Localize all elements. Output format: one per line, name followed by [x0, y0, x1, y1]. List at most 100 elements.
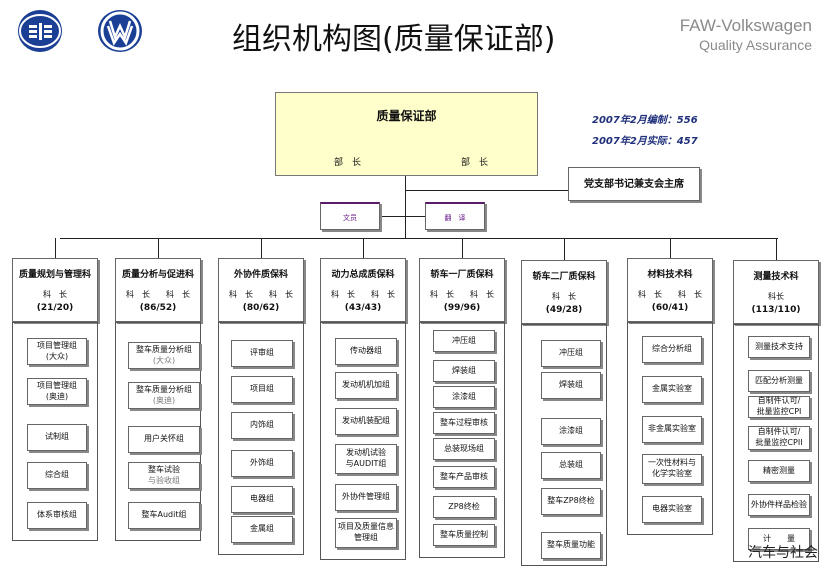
department-group-frame: [419, 322, 505, 558]
department-name: 轿车二厂质保科: [532, 272, 596, 282]
section-group-box: 发动机试验与AUDIT组: [335, 444, 397, 474]
section-group-label: 外协件样品检验: [751, 499, 807, 509]
section-group-label: 用户关怀组: [144, 434, 184, 444]
root-manager-label: 部 长: [461, 158, 489, 168]
section-group-label: 发动机试验: [345, 448, 386, 458]
quality-assurance-department-box: 质量保证部 部 长 部 长: [275, 92, 538, 176]
section-group-box: 总装现场组: [433, 438, 495, 460]
section-group-label: 与验收组: [148, 475, 180, 485]
section-group-box: 精密测量: [748, 460, 810, 482]
section-group-box: 项目管理组(奥迪): [27, 378, 87, 405]
section-group-box: 金属组: [231, 516, 293, 543]
section-group-label: 与AUDIT组: [345, 459, 387, 468]
section-group-label: 发动机机加组: [342, 380, 390, 390]
section-group-label: 综合分析组: [652, 344, 692, 354]
section-group-label: 管理组: [354, 533, 378, 542]
brand-subtitle: Quality Assurance: [699, 37, 812, 53]
section-group-box: 项目组: [231, 376, 293, 403]
section-group-label: 综合组: [45, 470, 69, 480]
section-group-label: 整车Audit组: [141, 510, 187, 520]
department-group-frame: [627, 322, 713, 535]
section-group-label: 涂漆组: [452, 391, 476, 401]
department-drop-line: [261, 238, 262, 258]
section-group-box: 发动机装配组: [335, 408, 397, 435]
section-group-label: 内饰组: [250, 420, 274, 430]
section-group-box: 外饰组: [231, 450, 293, 477]
department-managers: 科 长 科 长: [331, 290, 395, 299]
section-group-label: (奥迪): [45, 391, 69, 401]
section-group-box: 电器组: [231, 486, 293, 513]
translator-box: 翻 译: [425, 202, 485, 230]
party-secretary-box: 党支部书记兼支会主席: [568, 167, 700, 201]
section-group-label: 金属组: [250, 524, 274, 534]
section-group-label: 冲压组: [559, 348, 583, 358]
section-group-box: 涂漆组: [541, 418, 601, 445]
section-group-label: 涂漆组: [559, 426, 583, 436]
section-group-label: ZP8终检: [448, 501, 480, 511]
root-title: 质量保证部: [376, 109, 437, 123]
section-group-label: 匹配分析测量: [755, 375, 803, 385]
root-trunk-line: [405, 176, 406, 238]
section-group-label: 整车试验: [148, 464, 180, 474]
department-drop-line: [564, 238, 565, 260]
section-group-label: 外协件管理组: [342, 492, 390, 502]
section-group-label: 外饰组: [250, 458, 274, 468]
section-group-label: 精密测量: [763, 465, 795, 475]
aide-connector-line: [381, 216, 425, 217]
department-drop-line: [670, 238, 671, 258]
faw-logo: [18, 10, 62, 52]
section-group-label: 自制件认可/: [757, 427, 801, 437]
section-group-box: 项目管理组(大众): [27, 338, 87, 365]
department-box: 动力总成质保科科 长 科 长 (43/43): [320, 258, 406, 322]
section-group-label: 金属实验室: [652, 384, 692, 394]
section-group-box: 评审组: [231, 340, 293, 367]
headcount-planned: 2007年2月编制：556: [592, 115, 698, 126]
department-name: 质量规划与管理科: [18, 270, 91, 280]
section-group-box: 一次性材料与化学实验室: [642, 454, 702, 484]
section-group-box: 项目及质量信息管理组: [335, 518, 397, 548]
department-name: 动力总成质保科: [331, 270, 395, 280]
department-box: 质量规划与管理科科 长(21/20): [12, 258, 98, 322]
section-group-box: 测量技术支持: [748, 336, 810, 358]
section-group-label: 测量技术支持: [755, 341, 803, 351]
section-group-label: 整车过程审核: [440, 417, 488, 427]
department-headcount: (43/43): [344, 303, 382, 313]
department-group-frame: [115, 322, 201, 541]
section-group-label: 化学实验室: [652, 469, 692, 478]
department-managers: 科长: [768, 292, 784, 301]
section-group-box: 内饰组: [231, 412, 293, 439]
department-headcount: (60/41): [651, 303, 689, 313]
section-group-label: 批量监控CPII: [755, 438, 803, 447]
section-group-box: 体系审核组: [27, 502, 87, 529]
section-group-label: 项目及质量信息: [338, 522, 394, 532]
watermark: 汽车与社会: [748, 545, 818, 561]
section-group-box: 传动器组: [335, 338, 397, 365]
section-group-label: 电器实验室: [652, 504, 692, 514]
section-group-label: 整车质量分析组: [136, 384, 192, 394]
department-box: 质量分析与促进科科 长 科 长(86/52): [115, 258, 201, 322]
section-group-label: 整车ZP8终检: [547, 496, 595, 506]
department-box: 轿车二厂质保科科 长(49/28): [521, 260, 607, 324]
section-group-box: 整车质量控制: [433, 524, 495, 546]
department-drop-line: [363, 238, 364, 258]
department-box: 轿车一厂质保科科 长 科 长(99/96): [419, 258, 505, 322]
section-group-box: 总装组: [541, 452, 601, 479]
section-group-box: 外协件样品检验: [748, 494, 810, 516]
section-group-box: 匹配分析测量: [748, 370, 810, 392]
section-group-box: 计 量: [748, 528, 810, 550]
section-group-box: 整车Audit组: [128, 502, 200, 529]
section-group-box: 涂漆组: [433, 386, 495, 408]
department-box: 测量技术科科长(113/110): [733, 260, 819, 324]
department-headcount: (80/62): [242, 303, 280, 313]
section-group-label: 体系审核组: [37, 510, 77, 520]
department-group-frame: [521, 324, 607, 566]
section-group-box: 整车过程审核: [433, 412, 495, 434]
vw-logo: [98, 10, 142, 52]
section-group-label: 焊装组: [452, 365, 476, 375]
department-drop-line: [462, 238, 463, 258]
department-managers: 科 长 科 长: [126, 290, 190, 299]
section-group-label: 电器组: [250, 494, 274, 504]
department-drop-line: [158, 238, 159, 258]
department-headcount: (99/96): [443, 303, 481, 313]
section-group-box: 电器实验室: [642, 496, 702, 523]
